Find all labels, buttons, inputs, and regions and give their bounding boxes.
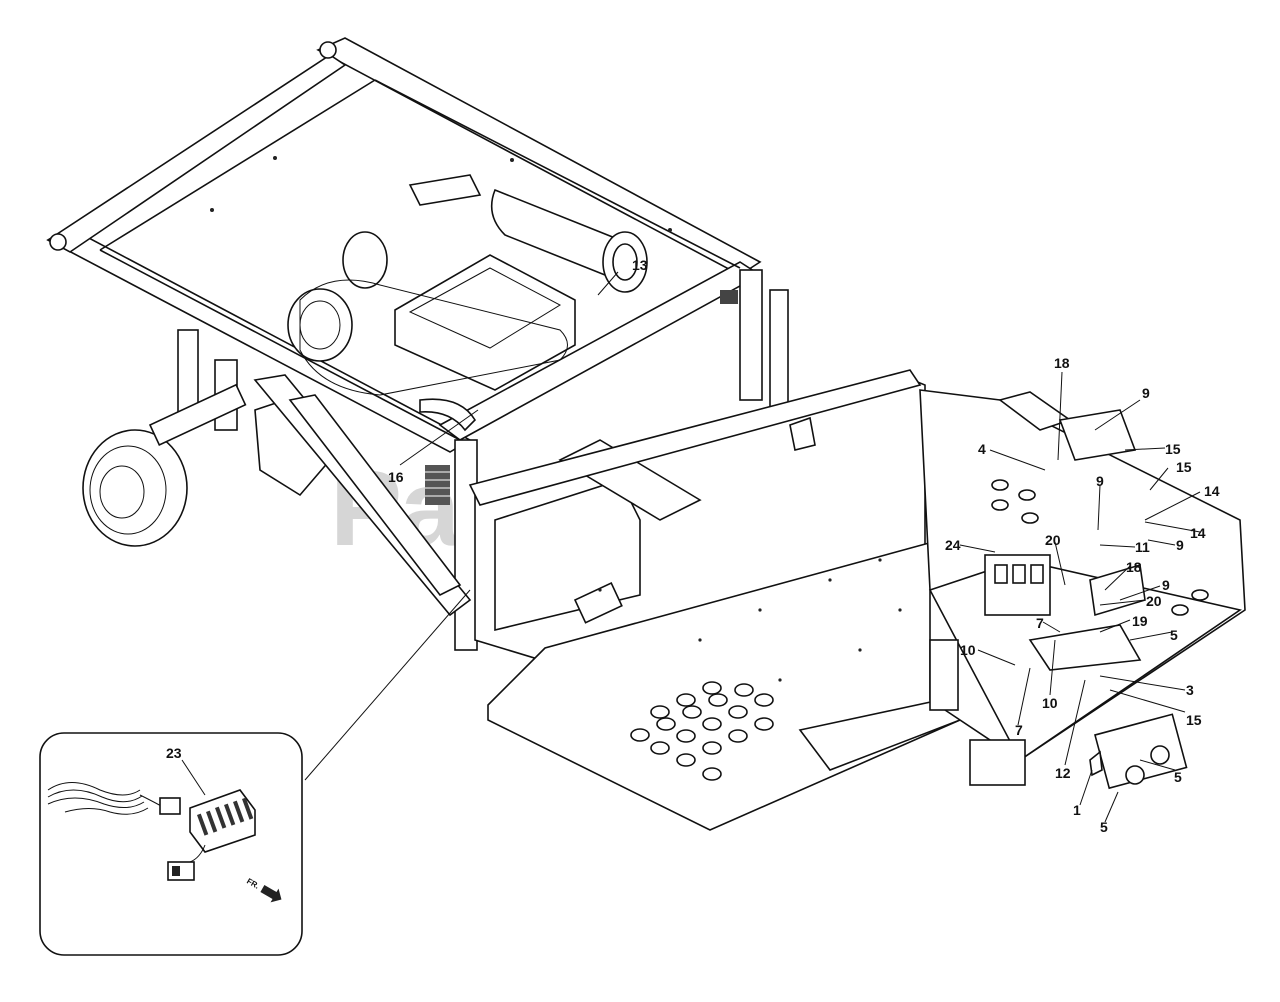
inset-detail: FR. — [39, 732, 303, 956]
callout-14: 14 — [1204, 483, 1220, 499]
callout-13: 13 — [632, 257, 648, 273]
control-pod — [919, 389, 1246, 790]
callout-5: 5 — [1174, 769, 1182, 785]
callout-3: 3 — [1186, 682, 1194, 698]
callout-15: 15 — [1186, 712, 1202, 728]
callout-15: 15 — [1165, 441, 1181, 457]
engine-assembly — [287, 174, 738, 505]
floor-holes — [630, 681, 774, 781]
grille — [425, 465, 450, 505]
callout-labels: 13 16 18 9 4 15 15 9 14 14 9 11 24 20 18… — [166, 257, 1220, 835]
connector-plug — [159, 797, 181, 815]
callout-18: 18 — [1054, 355, 1070, 371]
callout-4: 4 — [978, 441, 986, 457]
callout-10: 10 — [1042, 695, 1058, 711]
callout-7: 7 — [1036, 615, 1044, 631]
callout-20: 20 — [1146, 593, 1162, 609]
connector-socket — [167, 861, 195, 881]
support-arms — [253, 374, 472, 617]
callout-18: 18 — [1126, 559, 1142, 575]
callout-7: 7 — [1015, 722, 1023, 738]
callout-9: 9 — [1176, 537, 1184, 553]
callout-9: 9 — [1162, 577, 1170, 593]
inset-frame — [39, 732, 303, 956]
callout-16: 16 — [388, 469, 404, 485]
callout-23: 23 — [166, 745, 182, 761]
callout-15: 15 — [1176, 459, 1192, 475]
callout-20: 20 — [1045, 532, 1061, 548]
callout-19: 19 — [1132, 613, 1148, 629]
callout-9: 9 — [1142, 385, 1150, 401]
arrow-right-icon — [260, 885, 282, 903]
callout-12: 12 — [1055, 765, 1071, 781]
callout-5: 5 — [1100, 819, 1108, 835]
rear-wheel-hub — [82, 383, 331, 547]
callout-9: 9 — [1096, 473, 1104, 489]
callout-10: 10 — [960, 642, 976, 658]
floor-plate — [487, 538, 962, 831]
callout-5: 5 — [1170, 627, 1178, 643]
callout-11: 11 — [1135, 539, 1150, 555]
callout-14: 14 — [1190, 525, 1206, 541]
callout-24: 24 — [945, 537, 961, 553]
callout-1: 1 — [1073, 802, 1081, 818]
leader-lines — [304, 271, 1201, 823]
